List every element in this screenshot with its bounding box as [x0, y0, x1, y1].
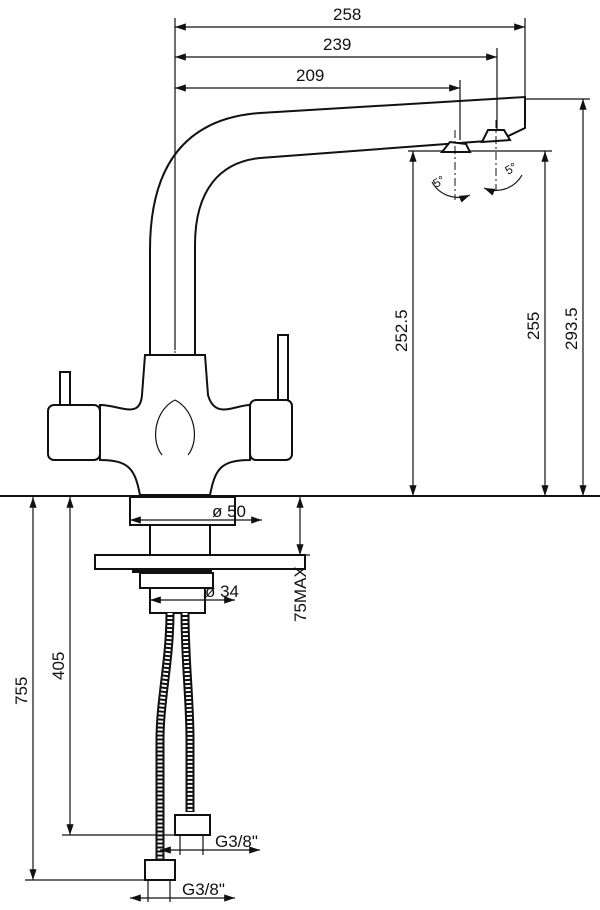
dim-239: 239: [323, 35, 351, 54]
right-handle-stem: [277, 334, 289, 401]
dim-75max: 75MAX: [291, 566, 310, 622]
fitting-upper: [174, 814, 211, 836]
hose-length-dimensions: 755 405: [12, 497, 178, 881]
faucet-body: [47, 334, 293, 496]
dim-258: 258: [333, 5, 361, 24]
hoses: G3/8" G3/8": [130, 612, 260, 902]
mounting: ø 50 ø 34 75MAX: [94, 496, 310, 622]
dim-209: 209: [296, 66, 324, 85]
dim-405: 405: [49, 652, 68, 680]
aerator-left: [439, 140, 472, 153]
dim-293-5: 293.5: [562, 307, 581, 350]
dim-diameter-50: ø 50: [212, 502, 246, 521]
height-dimensions: 252.5 255 293.5: [392, 98, 590, 496]
top-dimensions: 258 239 209: [174, 5, 526, 350]
left-handle-stem: [59, 371, 71, 406]
fitting-lower: [144, 859, 176, 881]
dim-255: 255: [524, 312, 543, 340]
spout: 5° 5°: [149, 95, 526, 500]
dim-diameter-34: ø 34: [205, 582, 239, 601]
thread-upper: G3/8": [215, 832, 258, 851]
thread-lower: G3/8": [182, 880, 225, 899]
washer: [132, 569, 212, 573]
angle-left: 5°: [431, 173, 448, 191]
left-handle-lever: [47, 404, 101, 461]
dim-755: 755: [12, 677, 31, 705]
dim-252-5: 252.5: [392, 309, 411, 352]
angle-right: 5°: [503, 160, 520, 178]
right-handle-lever: [249, 399, 293, 461]
